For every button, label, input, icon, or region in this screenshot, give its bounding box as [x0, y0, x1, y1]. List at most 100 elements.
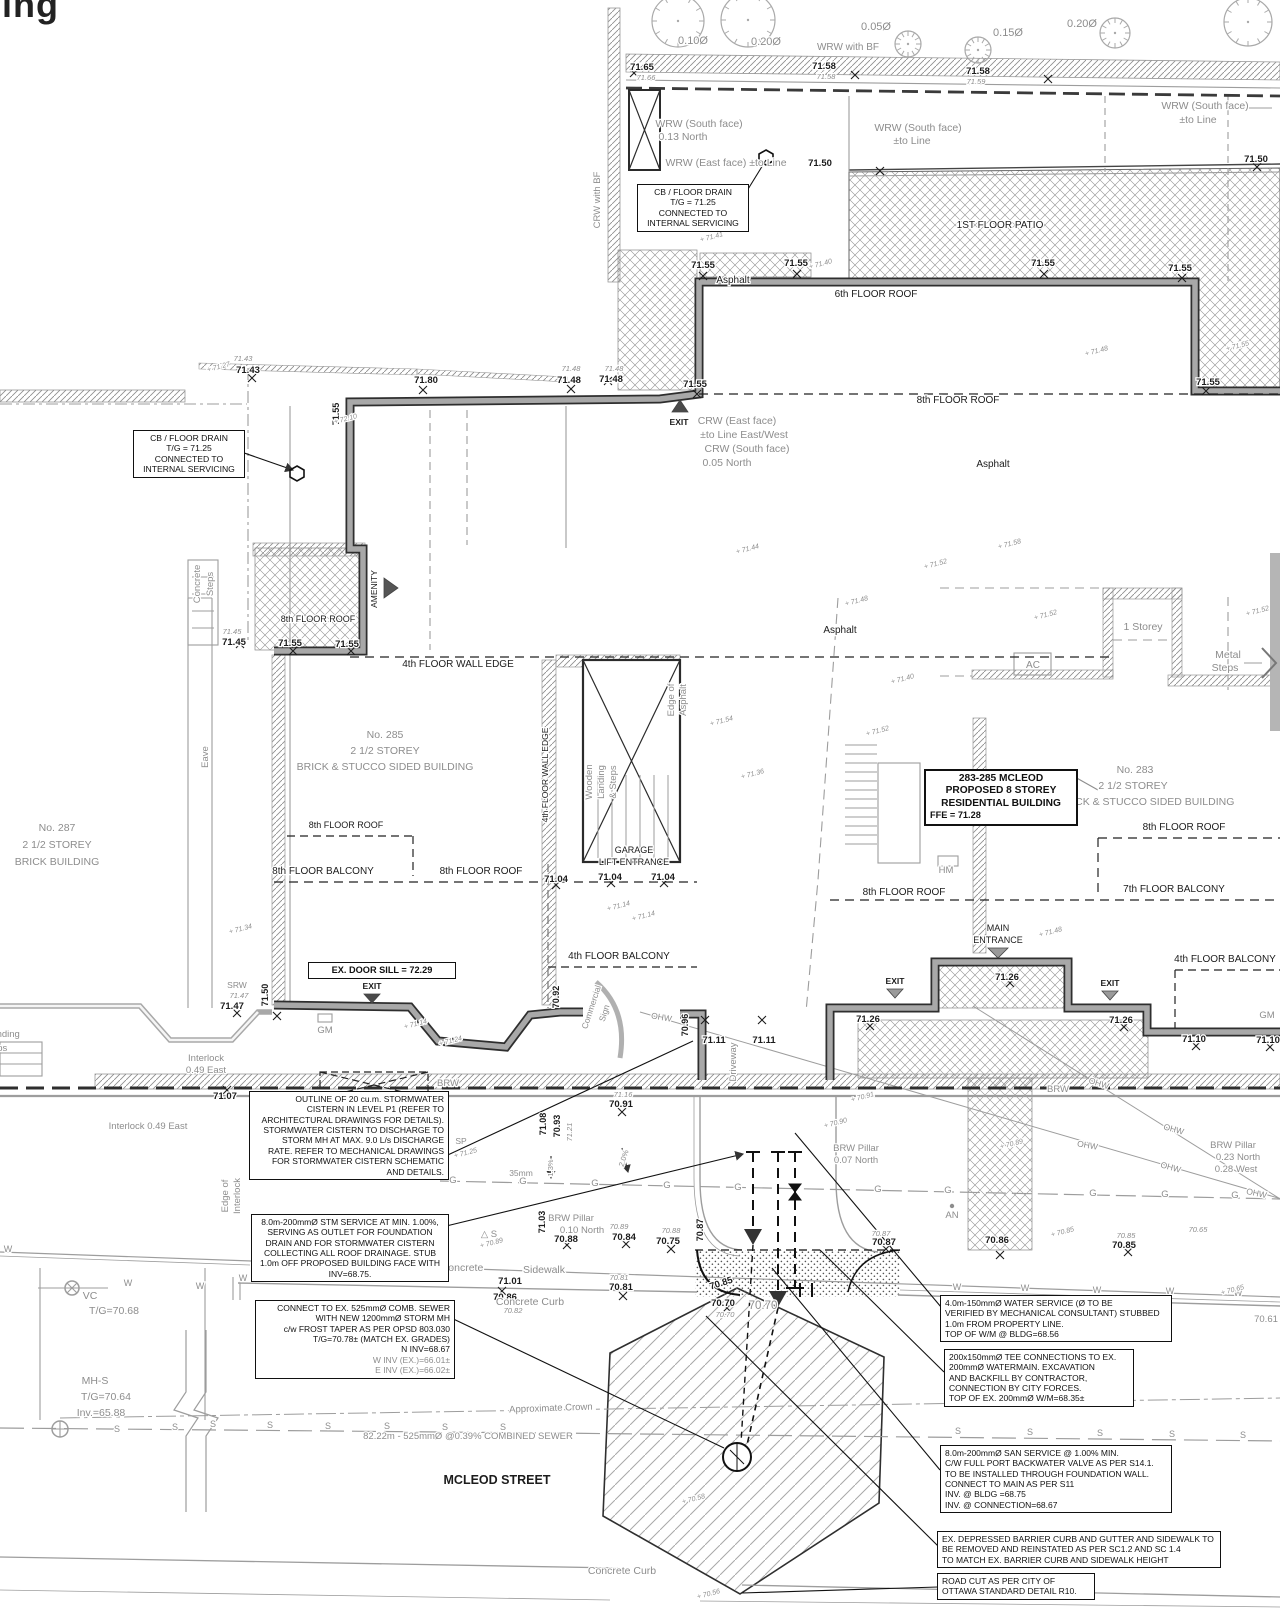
text-label: 70.87 — [695, 1219, 705, 1242]
tree-tick — [911, 50, 915, 56]
text-label: 71.66 — [637, 73, 657, 82]
tree-tick — [1123, 25, 1129, 29]
text-label: 2 1/2 STOREY — [350, 745, 419, 757]
text-label: + 71.54 — [709, 715, 734, 728]
spot-elevation-mark — [659, 878, 669, 888]
text-label: + 70.85 — [1050, 1226, 1075, 1239]
text-label: BRW Pillar — [548, 1213, 594, 1224]
text-label: S — [1027, 1427, 1033, 1437]
text-label: 0.07 North — [834, 1155, 878, 1166]
text-label: EXIT — [363, 981, 383, 991]
text-label: + 71.41 — [699, 231, 724, 244]
text-label: Asphalt — [976, 459, 1010, 470]
tree-tick — [1119, 19, 1123, 25]
text-label: 1 Storey — [1123, 621, 1163, 633]
text-label: GM — [1259, 1010, 1274, 1021]
text-label: WRW (East face) ±to Line — [665, 157, 786, 169]
text-label: 8th FLOOR ROOF — [863, 887, 946, 898]
proposed-dashed-lines — [0, 86, 1280, 1099]
text-label: S — [955, 1426, 961, 1436]
text-label: Wooden — [584, 764, 595, 799]
spot-elevation-mark — [1191, 1041, 1201, 1051]
text-label: W — [196, 1281, 205, 1291]
text-label: CRW with BF — [592, 171, 603, 228]
text-label: 35mm — [509, 1168, 533, 1178]
combined-sewer-label: 82.22m - 525mmØ @0.39% COMBINED SEWER — [363, 1431, 573, 1442]
text-label: EXIT — [670, 417, 690, 427]
amenity-label: AMENITY — [369, 570, 379, 608]
text-label: 71.08 — [538, 1113, 548, 1136]
text-label: 4th FLOOR WALL EDGE — [402, 659, 514, 670]
text-label: S — [500, 1422, 506, 1432]
text-label: 8th FLOOR ROOF — [1143, 822, 1226, 833]
text-label: 70.86 — [493, 1292, 517, 1303]
tree-tick — [1235, 0, 1239, 6]
hatched-areas — [0, 7, 1280, 1595]
tree-size: 0.20Ø — [1067, 18, 1097, 30]
text-label: Steps — [0, 1043, 8, 1054]
tree-tick — [724, 30, 730, 34]
spot-elevation-mark — [1201, 386, 1211, 396]
text-label: S — [442, 1422, 448, 1432]
tree-center — [676, 19, 680, 23]
callout-leader-lines — [226, 159, 1099, 1594]
text-label: 71.55 — [331, 403, 341, 426]
text-label: CRW (South face) — [705, 443, 790, 455]
tree-tick — [1107, 19, 1111, 25]
text-label: 71.55 — [784, 258, 808, 269]
text-label: 71.50 — [808, 158, 832, 169]
garage-lift-label: GARAGE — [615, 845, 654, 855]
text-label: 70.70 — [711, 1298, 735, 1309]
spot-elevation-mark — [692, 389, 702, 399]
text-label: G — [944, 1185, 951, 1196]
text-label: S — [267, 1420, 273, 1430]
text-label: W — [4, 1244, 13, 1254]
spot-elevation-mark — [551, 880, 561, 890]
text-label: S — [172, 1422, 178, 1432]
text-label: G — [449, 1175, 456, 1186]
text-label: 70.81 — [609, 1282, 633, 1293]
main-entrance-arrow-icon — [987, 947, 1009, 959]
text-label: OHW — [1159, 1160, 1182, 1175]
tree-tick — [766, 30, 772, 34]
text-label: + 70.91 — [850, 1091, 875, 1104]
spot-elevation-mark — [621, 1239, 631, 1249]
text-label: 71.03 — [537, 1211, 547, 1234]
spot-elevation-mark — [698, 271, 708, 281]
text-label: WRW (South face) — [874, 122, 961, 134]
text-label: + 71.40 — [808, 258, 833, 271]
street-name-label: MCLEOD STREET — [444, 1473, 551, 1487]
tree-tick — [966, 43, 972, 47]
spot-elevation-mark — [618, 1291, 628, 1301]
text-label: 8th FLOOR ROOF — [917, 395, 1000, 406]
tree-center — [1246, 20, 1250, 24]
building-287-label: No. 287 — [39, 822, 76, 834]
spot-elevation-mark — [497, 1286, 507, 1296]
tree-size: 0.20Ø — [751, 36, 781, 48]
text-label: Eave — [200, 746, 211, 768]
text-label: 71.43 — [236, 365, 260, 376]
text-label: 70.88 — [662, 1226, 682, 1235]
spot-elevation-mark — [288, 646, 298, 656]
text-label: 70.85 — [1112, 1240, 1136, 1251]
text-label: G — [663, 1180, 670, 1191]
text-label: + 71.52 — [1033, 609, 1058, 622]
text-label: S — [210, 1419, 216, 1429]
tree-tick — [1257, 38, 1261, 44]
text-label: WRW (South face) — [655, 118, 742, 130]
text-label: 71.48 — [605, 364, 625, 373]
text-label: 71.50 — [1244, 154, 1268, 165]
text-label: CRW (East face) — [698, 415, 777, 427]
tree-center — [746, 18, 750, 22]
text-label: 70.93 — [552, 1115, 562, 1138]
text-label: WRW with BF — [817, 42, 879, 53]
spot-elevation-mark — [562, 1240, 572, 1250]
spot-elevation-mark — [617, 1107, 627, 1117]
text-label: 71.21 — [565, 1123, 574, 1142]
text-label: 70.84 — [612, 1232, 636, 1243]
tree-tick — [1119, 41, 1123, 47]
text-label: & Steps — [608, 765, 619, 799]
entrance-patio-hatch — [857, 1019, 1149, 1079]
text-label: 71.47 — [220, 1001, 244, 1012]
tree-tick — [695, 31, 701, 35]
